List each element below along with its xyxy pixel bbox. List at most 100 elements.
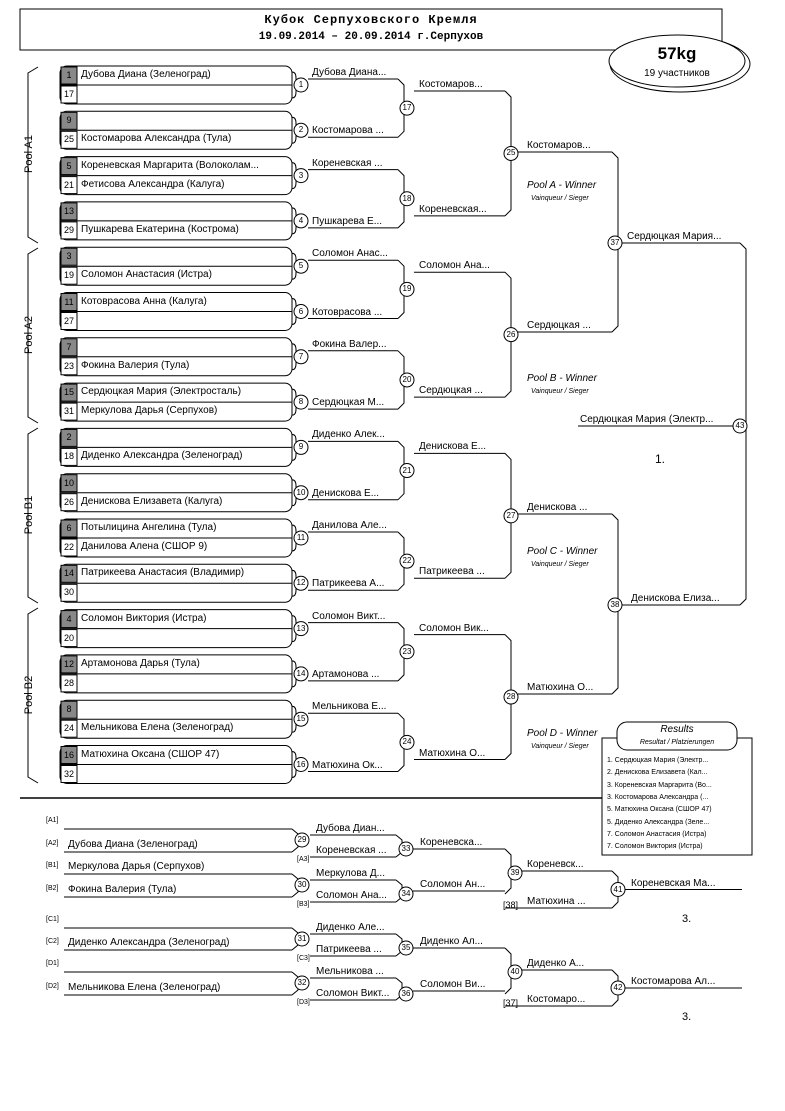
round1-winner: Патрикеева А... (312, 578, 385, 590)
round1-winner: Диденко Алек... (312, 429, 385, 441)
repechage-name: Мельникова Елена (Зеленоград) (68, 982, 221, 993)
champion-name: Сердюцкая Мария (Электр... (580, 414, 714, 425)
match-32-circle (294, 975, 310, 991)
round1-winner: Пушкарева Е... (312, 215, 383, 227)
match-17-circle (399, 100, 415, 116)
pool-winner-sub: Vainqueur / Sieger (531, 561, 589, 568)
repechage-tag: [C1] (46, 916, 59, 923)
result-item: 2. Денискова Елизавета (Кал... (607, 769, 708, 777)
competitor-name: Данилова Алена (СШОР 9) (81, 541, 208, 552)
match-9-number: 9 (298, 442, 304, 452)
competitor-name: Матюхина Оксана (СШОР 47) (81, 748, 220, 760)
match-24-circle (399, 734, 415, 750)
match-29-circle (294, 832, 310, 848)
repechage-r2-winner: Диденко Ал... (420, 936, 483, 947)
result-item: 3. Кореневская Маргарита (Во... (607, 781, 712, 789)
entrant-name: Соломон Ана... (316, 890, 387, 901)
seed-number: 9 (66, 115, 72, 126)
match-33-number: 33 (401, 844, 411, 853)
seed-number: 6 (66, 523, 72, 533)
round2-winner: Матюхина О... (419, 747, 486, 759)
round1-winner: Кореневская ... (312, 157, 383, 169)
round2-winner: Сердюцкая ... (419, 385, 483, 397)
repechage-tag: [D1] (46, 960, 59, 967)
semi-winner: Денискова Елиза... (631, 593, 720, 604)
competitor-name: Сердюцкая Мария (Электросталь) (81, 386, 242, 398)
pool-bracket (27, 427, 39, 604)
match-19-number: 19 (402, 284, 412, 294)
match-4-circle (293, 213, 309, 229)
entrant-name: Патрикеева ... (316, 944, 382, 955)
match-5-circle (293, 258, 309, 274)
loser-tag: [38] (503, 900, 519, 910)
loser-name: Костомаро... (527, 994, 586, 1005)
match-1-circle (293, 77, 309, 93)
result-item: 5. Диденко Александра (Зеле... (607, 818, 710, 826)
repechage-tag: [A1] (46, 817, 59, 824)
competitor-name: Денискова Елизавета (Калуга) (81, 495, 223, 507)
match-43-number: 43 (735, 421, 745, 430)
bronze-winner: Кореневская Ма... (631, 877, 716, 889)
seed-number: 26 (63, 496, 74, 507)
repechage-name: Диденко Александра (Зеленоград) (68, 937, 230, 948)
match-19-circle (399, 281, 415, 297)
round1-winner: Матюхина Ок... (312, 759, 383, 771)
competitor-name: Меркулова Дарья (Серпухов) (81, 405, 218, 417)
repechage-r2-winner: Соломон Ви... (420, 979, 486, 990)
seed-number: 3 (66, 251, 72, 262)
match-27-circle (503, 508, 519, 524)
result-item: 1. Сердюцкая Мария (Электр... (607, 757, 709, 764)
round3-winner: Денискова ... (527, 502, 588, 513)
match-12-number: 12 (296, 578, 306, 588)
repechage-r1-winner: Меркулова Д... (316, 868, 385, 879)
match-9-circle (293, 439, 309, 455)
entrant-tag: [D3] (297, 999, 310, 1006)
pool-winner-sub: Vainqueur / Sieger (531, 388, 589, 395)
repechage-tag: [C2] (46, 938, 59, 945)
repechage-r2-winner: Кореневска... (420, 837, 483, 848)
seed-number: 24 (63, 723, 74, 734)
round2-winner: Соломон Ана... (419, 260, 490, 272)
round1-winner: Костомарова ... (312, 125, 384, 137)
round1-winner: Мельникова Е... (312, 701, 387, 713)
match-28-number: 28 (506, 692, 516, 702)
seed-number: 30 (63, 587, 74, 598)
repechage-tag: [A2] (46, 840, 59, 847)
repechage-name: Меркулова Дарья (Серпухов) (68, 861, 205, 872)
match-4-number: 4 (298, 215, 304, 225)
match-32-number: 32 (297, 978, 307, 987)
seed-number: 13 (63, 205, 74, 216)
seed-number: 5 (66, 160, 72, 171)
entrant-name: Кореневская ... (316, 845, 387, 856)
competitor-name: Потылицина Ангелина (Тула) (81, 522, 217, 533)
competitor-name: Пушкарева Екатерина (Кострома) (81, 223, 239, 235)
match-29-number: 29 (297, 835, 307, 844)
round2-winner: Соломон Вик... (419, 622, 489, 634)
repechage-tag: [B2] (46, 885, 59, 892)
match-27-number: 27 (506, 510, 516, 520)
seed-number: 28 (63, 677, 74, 688)
weight-class: 57kg (657, 44, 697, 63)
match-15-circle (293, 711, 309, 727)
match-21-circle (399, 463, 415, 479)
match-42-number: 42 (613, 983, 623, 992)
seed-number: 29 (63, 224, 74, 235)
result-item: 5. Матюхина Оксана (СШОР 47) (607, 806, 712, 814)
seed-number: 25 (63, 134, 74, 145)
seed-number: 1 (66, 70, 72, 80)
repechage-tag: [D2] (46, 983, 59, 990)
pool-label-2: Pool B1 (23, 495, 35, 534)
match-16-circle (293, 757, 309, 772)
bronze-place-label: 3. (682, 1011, 692, 1023)
match-11-number: 11 (296, 533, 306, 542)
competitor-name: Мельникова Елена (Зеленоград) (81, 722, 234, 734)
pool-bracket (27, 247, 39, 424)
match-23-number: 23 (402, 646, 412, 656)
match-34-circle (398, 886, 414, 902)
pool-winner-label: Pool A - Winner (527, 180, 597, 191)
match-40-number: 40 (510, 967, 520, 976)
seed-number: 21 (63, 179, 74, 190)
seed-number: 22 (63, 542, 74, 552)
entrant-tag: [C3] (297, 955, 310, 962)
